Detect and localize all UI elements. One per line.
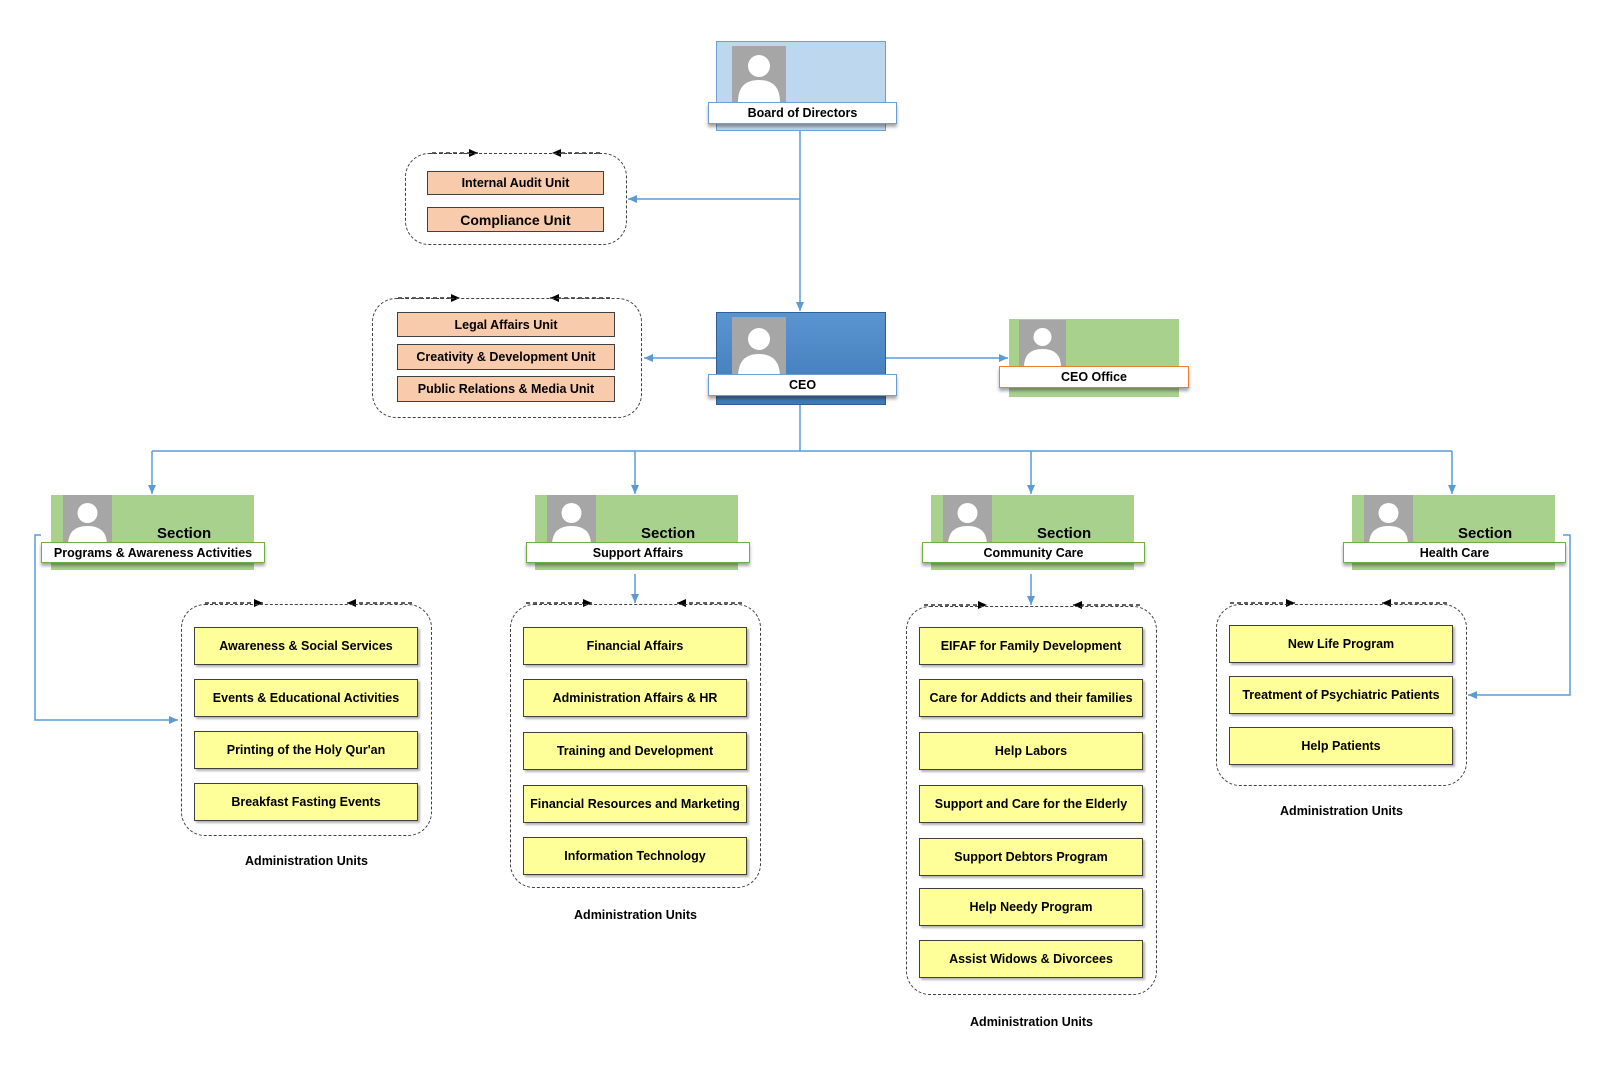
audit-units-group [405, 153, 627, 245]
section-2-units-group [510, 604, 761, 888]
section-programs-node[interactable]: Section Programs & Awareness Activities [41, 495, 265, 570]
board-label: Board of Directors [708, 102, 897, 124]
unit-item[interactable]: Treatment of Psychiatric Patients [1229, 676, 1453, 714]
section-2-caption: Administration Units [574, 908, 697, 922]
unit-item[interactable]: Financial Resources and Marketing [523, 785, 747, 823]
unit-item[interactable]: Financial Affairs [523, 627, 747, 665]
unit-item[interactable]: Printing of the Holy Qur'an [194, 731, 418, 769]
section-4-units-group [1216, 604, 1467, 786]
section-3-caption: Administration Units [970, 1015, 1093, 1029]
section-health-node[interactable]: Section Health Care [1343, 495, 1566, 570]
section-support-node[interactable]: Section Support Affairs [526, 495, 750, 570]
person-avatar-icon [943, 495, 992, 545]
person-avatar-icon [1364, 495, 1413, 545]
ceo-units-group [372, 298, 642, 418]
unit-item[interactable]: Assist Widows & Divorcees [919, 940, 1143, 978]
unit-item[interactable]: Care for Addicts and their families [919, 679, 1143, 717]
board-of-directors-node[interactable]: Board of Directors [708, 41, 897, 131]
ceo-node[interactable]: CEO [708, 312, 897, 405]
section-community-node[interactable]: Section Community Care [922, 495, 1145, 570]
unit-item[interactable]: Information Technology [523, 837, 747, 875]
section-3-units-group [906, 606, 1157, 995]
section-word: Section [641, 525, 696, 542]
unit-item[interactable]: Events & Educational Activities [194, 679, 418, 717]
audit-unit-1[interactable]: Internal Audit Unit [427, 171, 604, 195]
ceo-office-node[interactable]: CEO Office [999, 319, 1189, 397]
person-avatar-icon [63, 495, 112, 545]
section-name: Health Care [1343, 542, 1566, 563]
section-name: Support Affairs [526, 542, 750, 563]
section-1-units-group [181, 604, 432, 836]
ceo-label: CEO [708, 374, 897, 396]
unit-item[interactable]: Breakfast Fasting Events [194, 783, 418, 821]
unit-item[interactable]: Help Patients [1229, 727, 1453, 765]
unit-item[interactable]: Training and Development [523, 732, 747, 770]
section-word: Section [1458, 525, 1513, 542]
unit-item[interactable]: Support and Care for the Elderly [919, 785, 1143, 823]
unit-item[interactable]: EIFAF for Family Development [919, 627, 1143, 665]
ceo-unit-1[interactable]: Legal Affairs Unit [397, 312, 615, 337]
unit-item[interactable]: Awareness & Social Services [194, 627, 418, 665]
unit-item[interactable]: Help Needy Program [919, 888, 1143, 926]
section-1-units-connector [34, 534, 178, 724]
ceo-unit-2[interactable]: Creativity & Development Unit [397, 344, 615, 370]
unit-item[interactable]: Help Labors [919, 732, 1143, 770]
unit-item[interactable]: Administration Affairs & HR [523, 679, 747, 717]
unit-item[interactable]: New Life Program [1229, 625, 1453, 663]
section-1-caption: Administration Units [245, 854, 368, 868]
section-name: Community Care [922, 542, 1145, 563]
section-4-units-connector [1468, 534, 1571, 699]
ceo-office-label: CEO Office [999, 366, 1189, 388]
person-avatar-icon [547, 495, 596, 545]
person-avatar-icon [1019, 320, 1066, 367]
section-word: Section [157, 525, 212, 542]
person-avatar-icon [732, 317, 786, 377]
unit-item[interactable]: Support Debtors Program [919, 838, 1143, 876]
section-word: Section [1037, 525, 1092, 542]
person-avatar-icon [732, 46, 786, 102]
audit-unit-2[interactable]: Compliance Unit [427, 207, 604, 232]
section-name: Programs & Awareness Activities [41, 542, 265, 563]
ceo-unit-3[interactable]: Public Relations & Media Unit [397, 376, 615, 402]
section-4-caption: Administration Units [1280, 804, 1403, 818]
